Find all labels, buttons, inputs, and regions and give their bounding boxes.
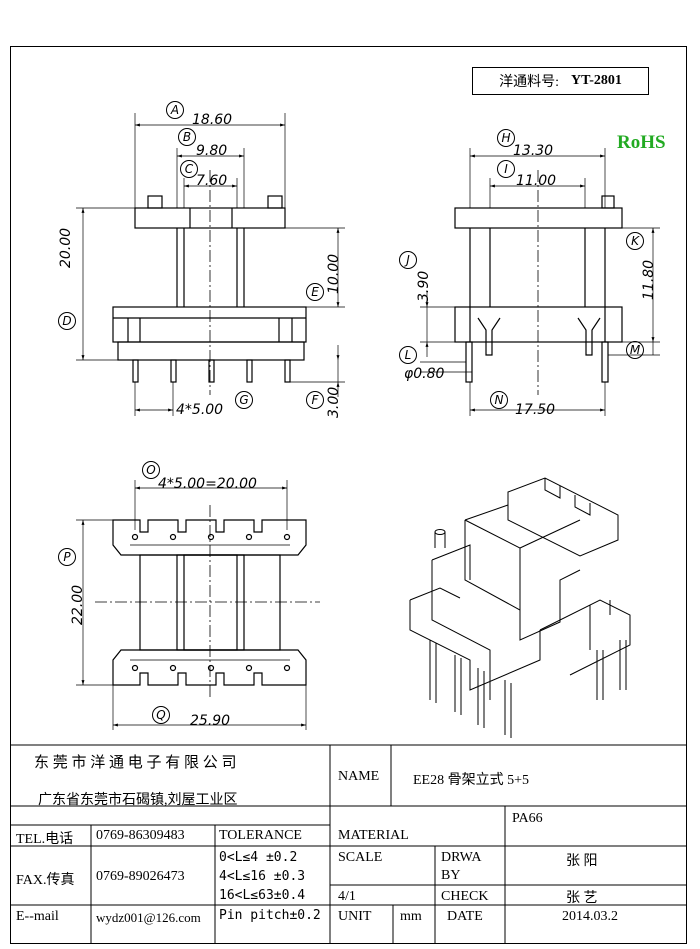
company-address: 广东省东莞市石碣镇,刘屋工业区 bbox=[38, 793, 238, 808]
email-label: E--mail bbox=[16, 909, 59, 924]
scale-label: SCALE bbox=[338, 850, 383, 865]
bottom-view bbox=[76, 480, 320, 730]
title-block-grid bbox=[10, 744, 687, 944]
dim-a-value: 18.60 bbox=[192, 112, 233, 128]
date-value: 2014.03.2 bbox=[562, 909, 618, 924]
dim-o-value: 4*5.00=20.00 bbox=[158, 476, 257, 492]
unit-value: mm bbox=[400, 909, 422, 924]
drawn-label-1: DRWA bbox=[441, 850, 482, 865]
drawn-value: 张 阳 bbox=[566, 854, 598, 869]
email-value: wydz001@126.com bbox=[96, 910, 201, 925]
dim-c-value: 7.60 bbox=[196, 173, 228, 189]
part-number: YT-2801 bbox=[571, 73, 622, 88]
fax-value: 0769-89026473 bbox=[96, 869, 185, 884]
tolerance-row-1: 0<L≤4 ±0.2 bbox=[219, 850, 298, 865]
scale-value: 4/1 bbox=[338, 889, 356, 904]
front-view bbox=[76, 113, 345, 416]
dim-h-value: 13.30 bbox=[513, 143, 554, 159]
tel-value: 0769-86309483 bbox=[96, 828, 185, 843]
name-value: EE28 骨架立式 5+5 bbox=[413, 773, 529, 788]
check-label: CHECK bbox=[441, 889, 489, 904]
dim-e-value: 10.00 bbox=[326, 253, 342, 294]
dim-j-value: 3.90 bbox=[416, 270, 432, 302]
name-label: NAME bbox=[338, 769, 380, 784]
dim-i-value: 11.00 bbox=[516, 173, 557, 189]
dim-n-value: 17.50 bbox=[515, 402, 556, 418]
unit-label: UNIT bbox=[338, 909, 372, 924]
part-number-label: 洋通料号: bbox=[499, 75, 560, 90]
dim-l-value: φ0.80 bbox=[404, 366, 445, 382]
fax-label: FAX.传真 bbox=[16, 873, 75, 888]
dim-k-value: 11.80 bbox=[641, 259, 657, 300]
side-view bbox=[420, 148, 660, 416]
dim-f-value: 3.00 bbox=[326, 386, 342, 418]
material-label: MATERIAL bbox=[338, 828, 409, 843]
tolerance-label: TOLERANCE bbox=[219, 828, 302, 843]
drawing-frame bbox=[10, 46, 687, 944]
dim-d-value: 20.00 bbox=[58, 227, 74, 268]
tel-label: TEL.电话 bbox=[16, 832, 74, 847]
check-value: 张 艺 bbox=[566, 891, 598, 906]
dim-b-value: 9.80 bbox=[196, 143, 228, 159]
dim-q-value: 25.90 bbox=[190, 713, 231, 729]
isometric-view bbox=[409, 477, 631, 738]
company-name: 东 莞 市 洋 通 电 子 有 限 公 司 bbox=[34, 755, 237, 771]
drawn-label-2: BY bbox=[441, 868, 461, 883]
tolerance-row-3: 16<L≤63±0.4 bbox=[219, 888, 306, 903]
dim-g-value: 4*5.00 bbox=[176, 402, 224, 418]
material-value: PA66 bbox=[512, 811, 543, 826]
tolerance-row-2: 4<L≤16 ±0.3 bbox=[219, 869, 306, 884]
tolerance-row-4: Pin pitch±0.2 bbox=[219, 908, 321, 923]
dim-p-value: 22.00 bbox=[70, 584, 86, 625]
date-label: DATE bbox=[447, 909, 483, 924]
rohs-mark: RoHS bbox=[617, 132, 666, 153]
part-number-box: 洋通料号: YT-2801 bbox=[472, 67, 649, 95]
